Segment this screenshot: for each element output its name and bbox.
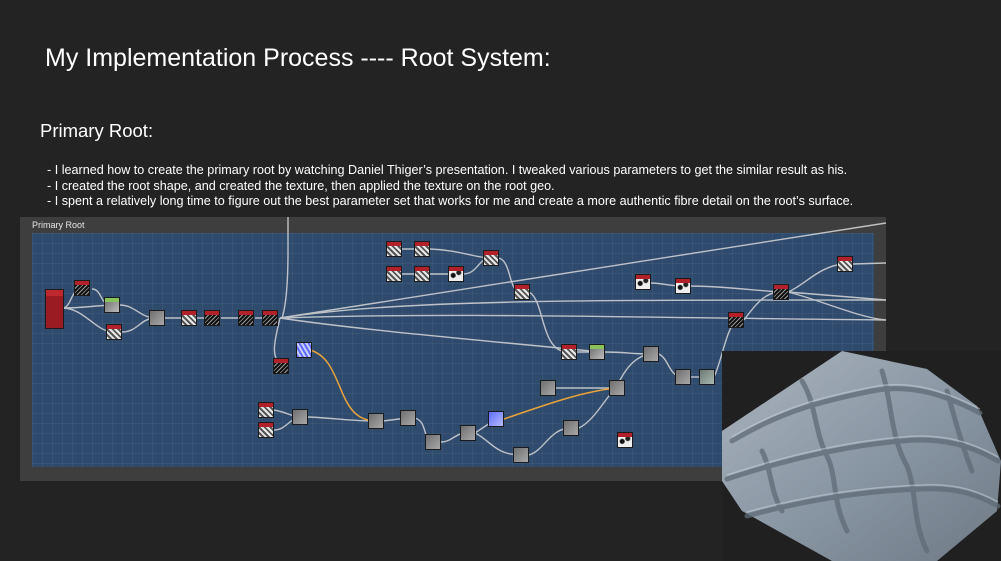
node-dark-noise[interactable]: [273, 358, 289, 374]
node-gray[interactable]: [563, 420, 579, 436]
node-gray[interactable]: [460, 425, 476, 441]
node-blue[interactable]: [488, 411, 504, 427]
node-noise[interactable]: [386, 241, 402, 257]
node-gray[interactable]: [540, 380, 556, 396]
node-dark-noise[interactable]: [728, 312, 744, 328]
node-gray[interactable]: [609, 380, 625, 396]
panel-header: Primary Root: [32, 220, 85, 230]
node-noise[interactable]: [258, 422, 274, 438]
node-noise[interactable]: [514, 284, 530, 300]
node-input-red[interactable]: [45, 289, 64, 329]
node-dark-noise[interactable]: [74, 280, 90, 296]
node-noise[interactable]: [414, 241, 430, 257]
node-spots[interactable]: [448, 266, 464, 282]
node-noise[interactable]: [414, 266, 430, 282]
node-spots[interactable]: [675, 278, 691, 294]
node-teal[interactable]: [699, 369, 715, 385]
node-noise[interactable]: [386, 266, 402, 282]
node-green-header[interactable]: [104, 297, 120, 313]
node-spots[interactable]: [617, 432, 633, 448]
node-dark-noise[interactable]: [773, 284, 789, 300]
slide-title: My Implementation Process ---- Root Syst…: [45, 44, 551, 72]
bullet-item: - I created the root shape, and created …: [47, 178, 555, 193]
bullet-item: - I learned how to create the primary ro…: [47, 163, 848, 177]
node-noise[interactable]: [181, 310, 197, 326]
node-dark-noise[interactable]: [238, 310, 254, 326]
node-gray[interactable]: [368, 413, 384, 429]
bullet-item: - I spent a relatively long time to figu…: [47, 194, 854, 208]
node-noise[interactable]: [837, 256, 853, 272]
node-noise[interactable]: [106, 324, 122, 340]
node-noise[interactable]: [483, 250, 499, 266]
node-gray[interactable]: [400, 410, 416, 426]
node-gray[interactable]: [513, 447, 529, 463]
node-gray[interactable]: [643, 346, 659, 362]
node-noise[interactable]: [561, 344, 577, 360]
node-gray[interactable]: [149, 310, 165, 326]
node-spots[interactable]: [635, 274, 651, 290]
bullet-list: - I learned how to create the primary ro…: [47, 163, 853, 210]
node-dark-noise[interactable]: [262, 310, 278, 326]
material-preview: [722, 351, 1001, 561]
node-gray[interactable]: [675, 369, 691, 385]
node-gray[interactable]: [425, 434, 441, 450]
node-dark-noise[interactable]: [204, 310, 220, 326]
node-green-header[interactable]: [589, 344, 605, 360]
section-title: Primary Root:: [40, 120, 154, 141]
node-noise[interactable]: [258, 402, 274, 418]
node-gray[interactable]: [292, 409, 308, 425]
node-blue-stripes[interactable]: [296, 342, 312, 358]
